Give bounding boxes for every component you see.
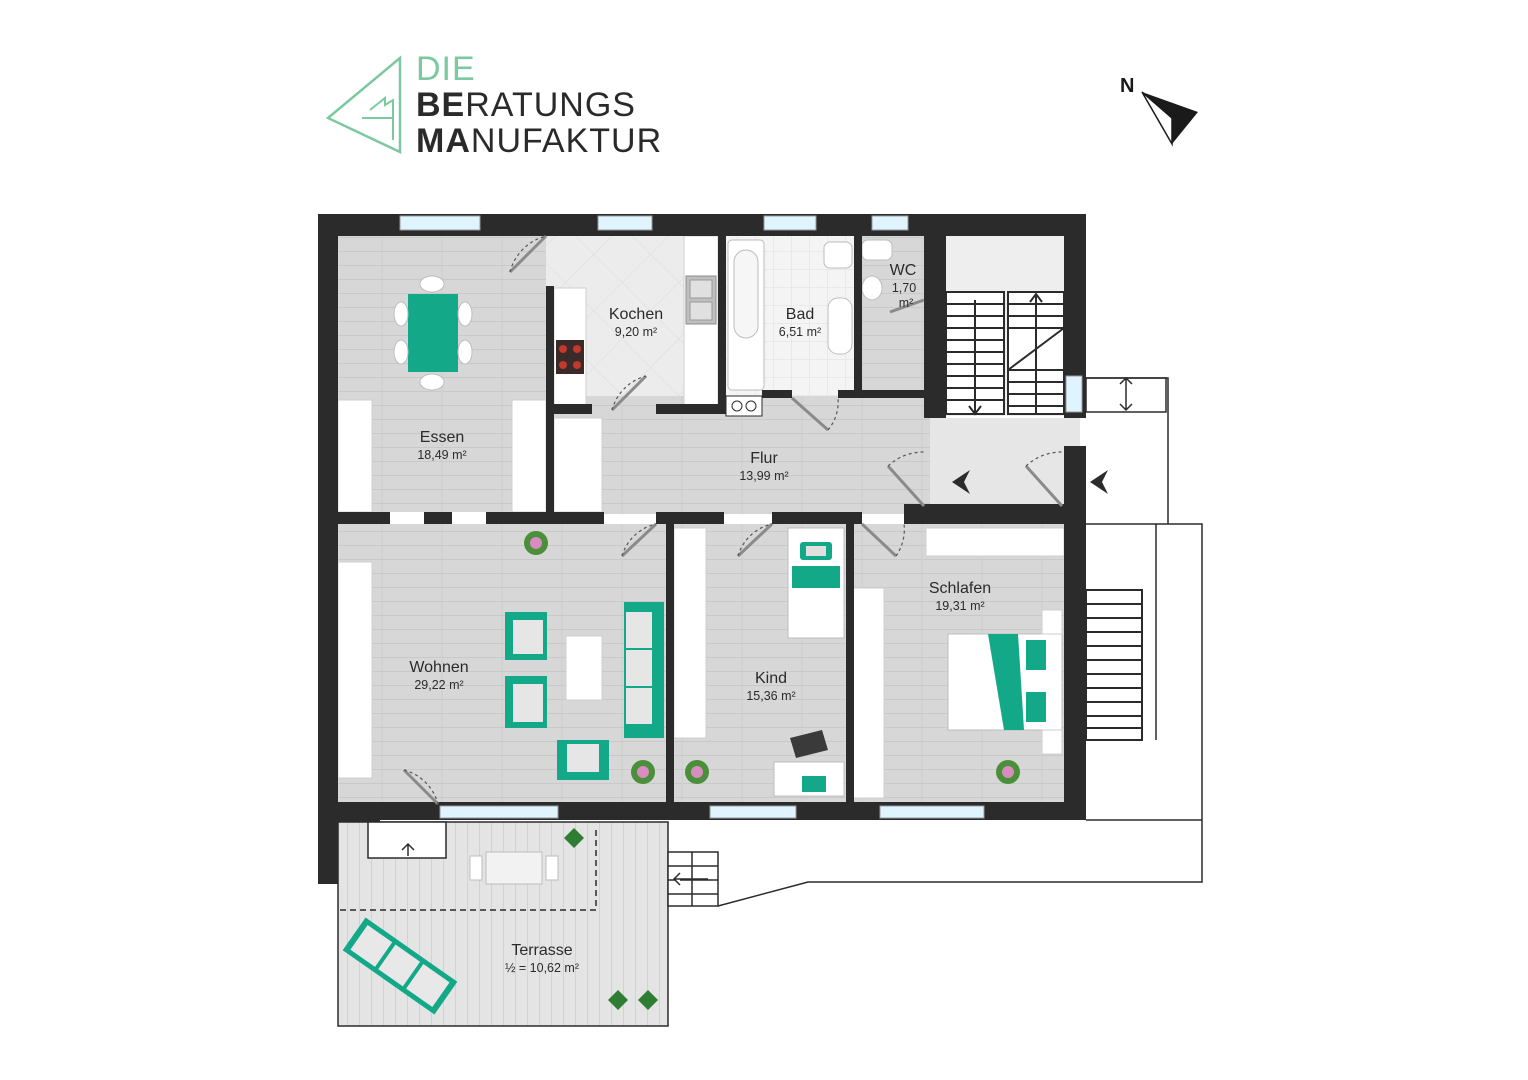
logo-line-2: BERATUNGS — [416, 86, 636, 124]
logo-line-3-bold: MA — [416, 122, 471, 160]
logo-line-3-rest: NUFAKTUR — [471, 122, 662, 160]
cabinets-essen — [337, 399, 547, 513]
floor-wc — [860, 236, 924, 396]
outdoor-outline — [717, 377, 1203, 907]
cabinets-flur — [553, 417, 603, 513]
room-flur-area: 13,99 m² — [739, 469, 788, 483]
room-essen-name: Essen — [420, 429, 464, 446]
room-wohnen-area: 29,22 m² — [414, 678, 463, 692]
windows — [399, 215, 1083, 819]
terrace-steps — [667, 851, 719, 907]
kitchen-counter — [553, 235, 719, 409]
bathroom-fixtures — [725, 239, 853, 417]
room-wc-area-line2: m² — [899, 296, 914, 310]
room-terrasse-area: ½ = 10,62 m² — [505, 961, 579, 975]
room-bad-name: Bad — [786, 306, 814, 323]
compass: N — [1120, 75, 1198, 147]
north-arrow-icon — [1141, 91, 1198, 147]
room-schlafen-name: Schlafen — [929, 580, 991, 597]
floor-entry — [930, 418, 1080, 512]
outdoor-steps-right — [1085, 589, 1143, 741]
living-furniture — [337, 561, 664, 780]
logo-line-3: MANUFAKTUR — [416, 122, 662, 160]
staircase — [945, 291, 1065, 416]
plant-icons — [524, 531, 1020, 1010]
terrace-furniture — [340, 821, 597, 1015]
logo-line-2-bold: BE — [416, 86, 465, 124]
room-essen-area: 18,49 m² — [417, 448, 466, 462]
logo-line-1: DIE — [416, 50, 476, 88]
company-logo: DIE BERATUNGS MANUFAKTUR — [325, 50, 662, 160]
wc-fixtures — [861, 239, 893, 301]
room-terrasse-name: Terrasse — [511, 942, 572, 959]
dining-table — [393, 275, 473, 391]
compass-label: N — [1120, 75, 1134, 97]
doors — [402, 234, 1064, 806]
logo-line-2-rest: RATUNGS — [465, 86, 636, 124]
room-flur-name: Flur — [750, 450, 778, 467]
room-wc-name: WC — [890, 262, 917, 279]
room-kochen-area: 9,20 m² — [615, 325, 657, 339]
room-bad-area: 6,51 m² — [779, 325, 821, 339]
floor-wohnen — [338, 524, 666, 804]
triangle-stairs-logo-icon — [325, 55, 402, 154]
entry-landing-arrow — [1119, 376, 1133, 412]
room-wohnen-name: Wohnen — [409, 659, 468, 676]
room-kochen-name: Kochen — [609, 306, 663, 323]
room-labels: Essen 18,49 m² Kochen 9,20 m² Bad 6,51 m… — [409, 262, 991, 975]
bedroom-furniture — [851, 527, 1065, 799]
entrance-arrow-icons — [952, 470, 1108, 494]
room-kind-area: 15,36 m² — [746, 689, 795, 703]
room-kind-name: Kind — [755, 670, 787, 687]
room-schlafen-area: 19,31 m² — [935, 599, 984, 613]
child-furniture — [673, 527, 845, 797]
room-wc-area-line1: 1,70 — [892, 281, 916, 295]
